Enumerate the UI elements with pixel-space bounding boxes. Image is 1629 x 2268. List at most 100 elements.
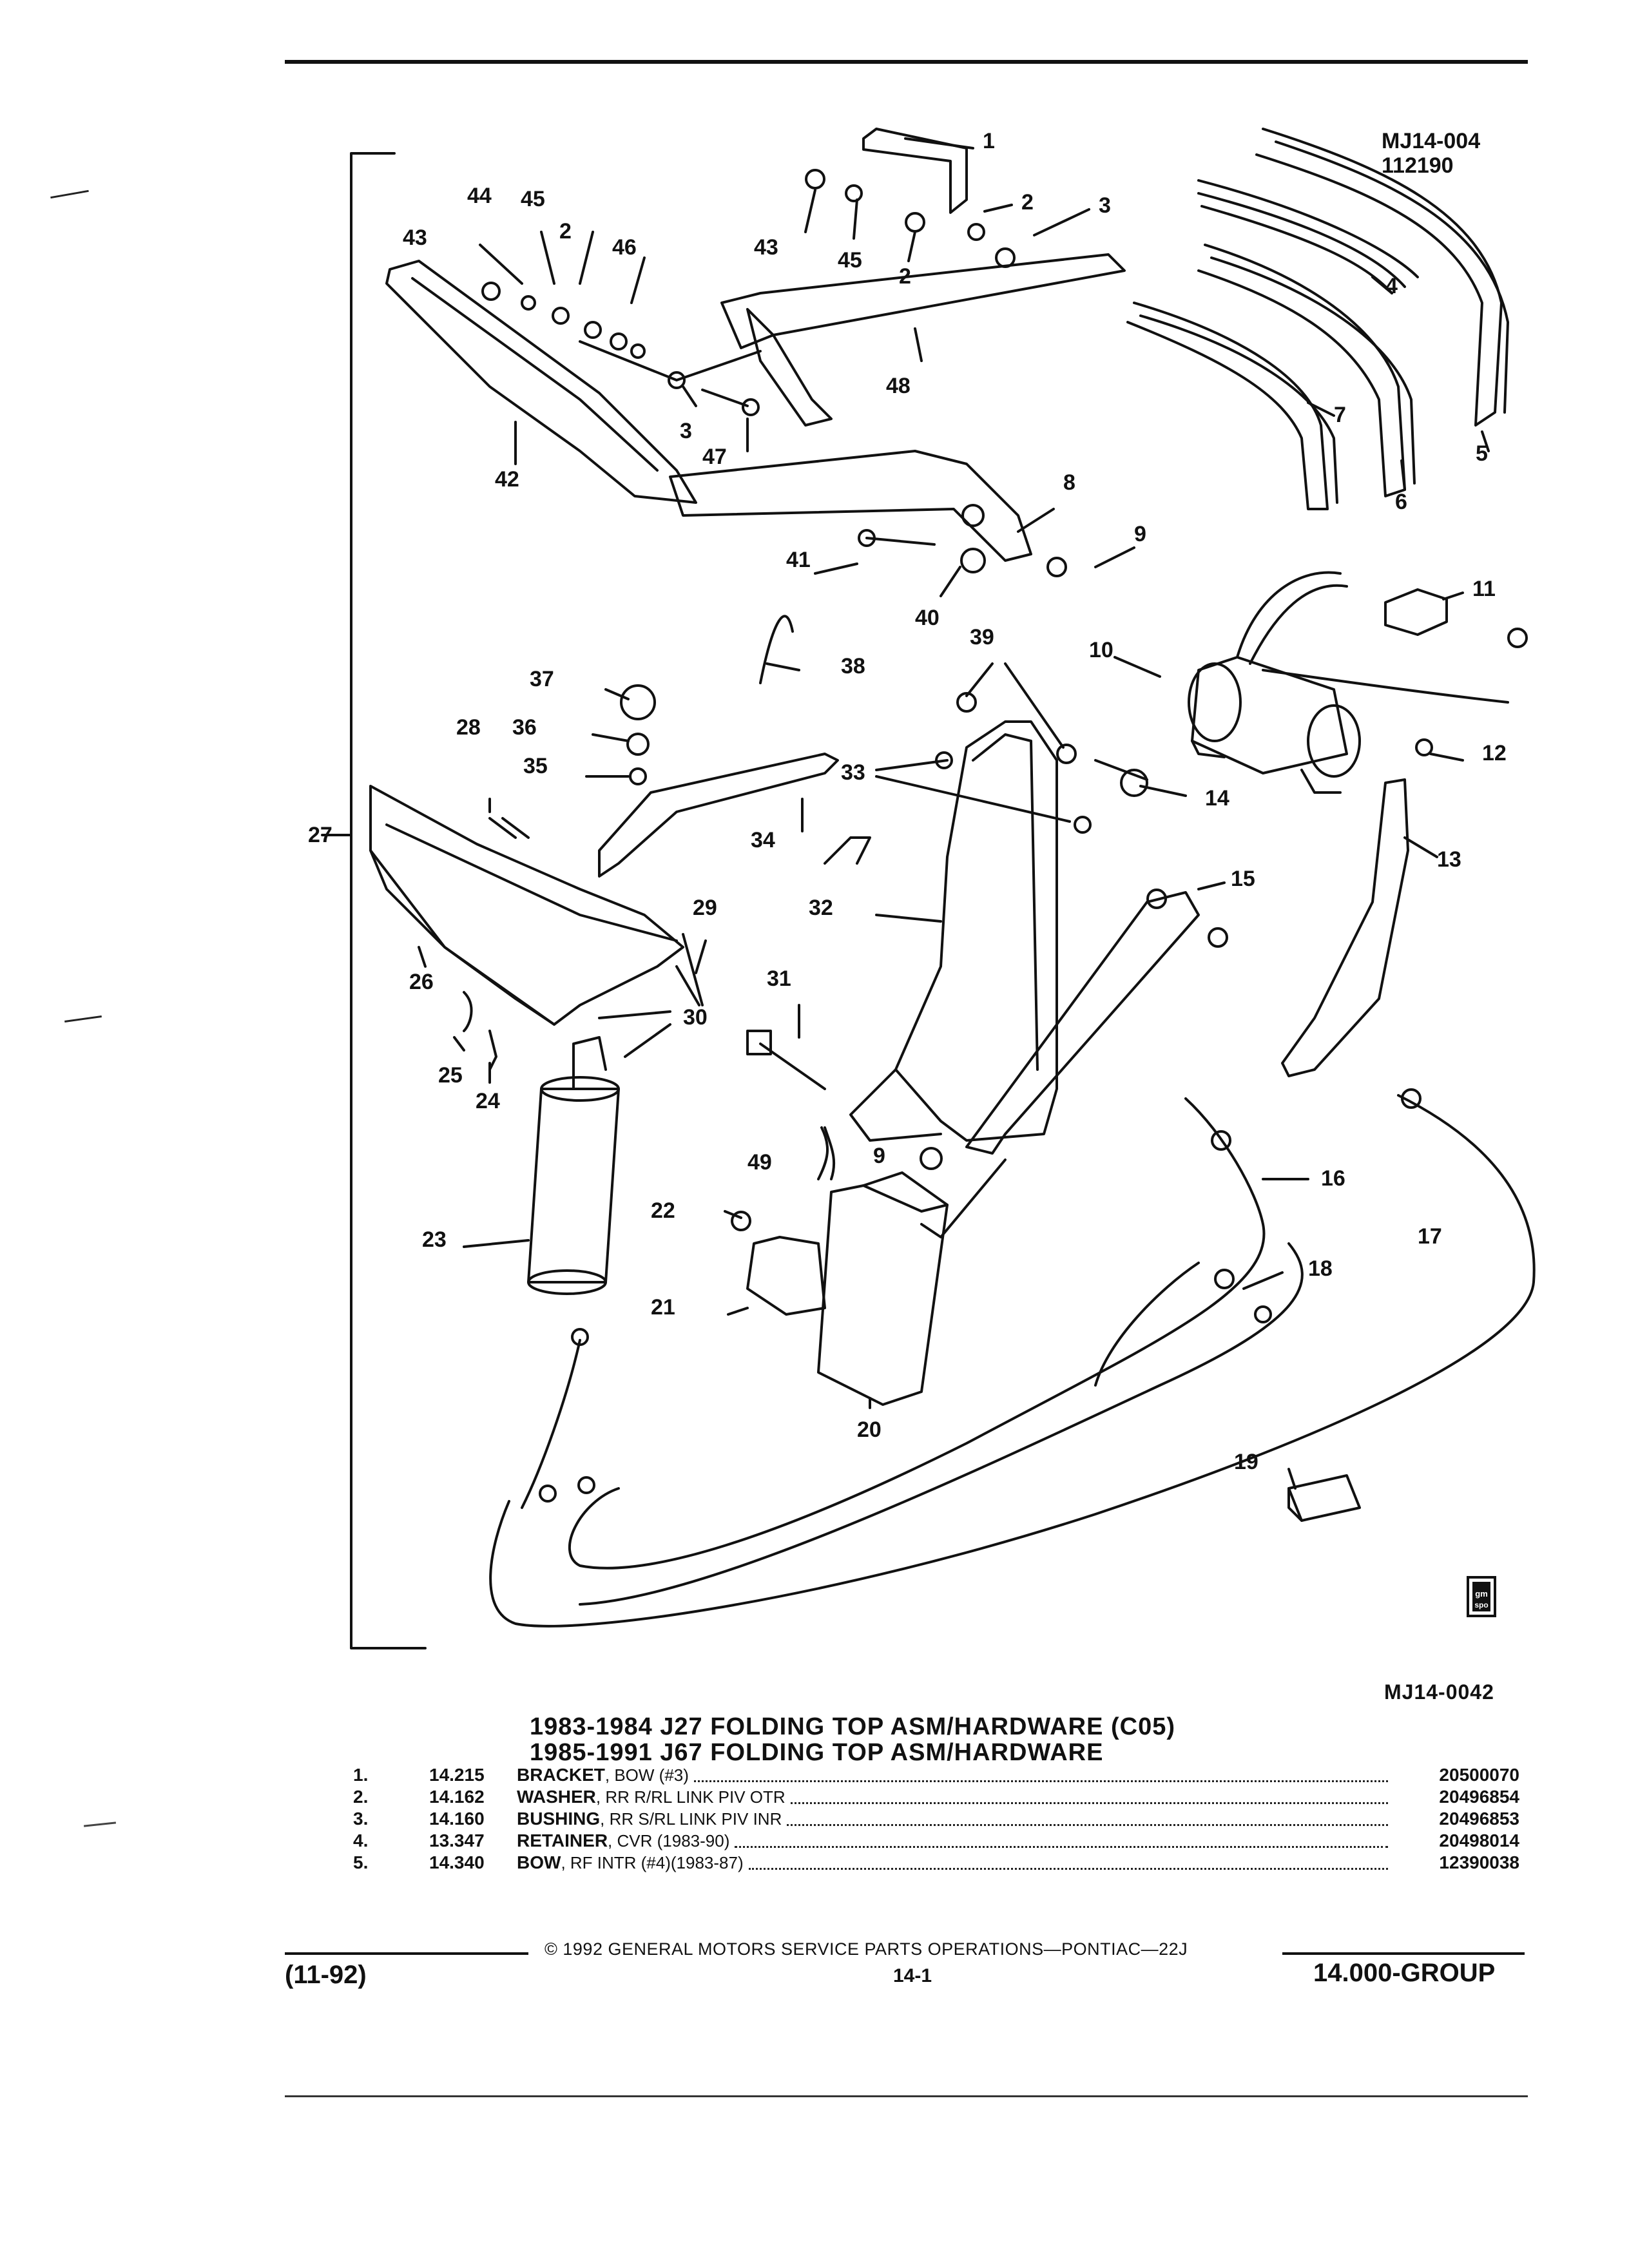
leader-dots xyxy=(790,1791,1388,1804)
callout-label-41: 41 xyxy=(786,548,811,572)
gm-spo-logo: gm spo xyxy=(1467,1576,1496,1617)
callout-label-6: 6 xyxy=(1395,490,1407,514)
part-number: 20498014 xyxy=(1439,1831,1519,1850)
callout-label-43: 43 xyxy=(403,226,427,250)
callout-label-31: 31 xyxy=(767,966,791,991)
bow-rail-4 xyxy=(1197,179,1419,278)
callout-label-35: 35 xyxy=(523,754,548,778)
footer-date: (11-92) xyxy=(285,1961,367,1989)
part-index: 2. xyxy=(353,1787,369,1807)
callout-label-16: 16 xyxy=(1321,1166,1345,1191)
bow-rail-6 xyxy=(1197,244,1406,497)
leader-dots xyxy=(693,1769,1388,1782)
parts-row: 1. 14.215 BRACKET, BOW (#3) 20500070 xyxy=(353,1764,1519,1786)
callout-label-29: 29 xyxy=(693,896,717,920)
part-description: BRACKET, BOW (#3) xyxy=(517,1765,689,1785)
callout-label-2-repeat: 2 xyxy=(899,264,911,289)
parts-row: 4. 13.347 RETAINER, CVR (1983-90) 204980… xyxy=(353,1830,1519,1852)
part-code: 14.215 xyxy=(429,1765,485,1785)
callout-label-34: 34 xyxy=(751,828,775,852)
bow-rail-5 xyxy=(1255,128,1503,427)
pivot-link-part xyxy=(965,891,1200,1155)
section-title: 1983-1984 J27 FOLDING TOP ASM/HARDWARE (… xyxy=(530,1714,1175,1765)
callout-label-21: 21 xyxy=(651,1295,675,1320)
cylinder-bracket-part xyxy=(817,1171,949,1406)
callout-label-47: 47 xyxy=(702,445,727,469)
callout-label-3: 3 xyxy=(1099,193,1111,218)
callout-label-1: 1 xyxy=(983,129,995,153)
svg-text:gm: gm xyxy=(1475,1589,1488,1599)
callout-label-43-repeat: 43 xyxy=(754,235,778,260)
leader-dots xyxy=(787,1812,1388,1826)
part-index: 4. xyxy=(353,1831,369,1850)
part-index: 5. xyxy=(353,1852,369,1872)
callout-label-3-repeat: 3 xyxy=(680,419,692,443)
callout-label-2-repeat: 2 xyxy=(559,219,572,244)
part-detail: , RF INTR (#4)(1983-87) xyxy=(561,1853,744,1872)
callout-label-9-repeat: 9 xyxy=(873,1144,885,1168)
svg-text:spo: spo xyxy=(1474,1600,1488,1610)
rear-rail-part xyxy=(385,260,697,504)
callout-label-40: 40 xyxy=(915,606,940,630)
part-detail: , RR S/RL LINK PIV INR xyxy=(600,1809,782,1829)
parts-list: 1. 14.215 BRACKET, BOW (#3) 20500070 2. … xyxy=(353,1764,1519,1874)
hydraulic-hose-17 xyxy=(489,1094,1536,1628)
callout-label-13: 13 xyxy=(1437,847,1461,872)
part-description: RETAINER, CVR (1983-90) xyxy=(517,1831,729,1851)
pivot-bracket-part xyxy=(894,720,1058,1142)
callout-label-9: 9 xyxy=(1134,522,1146,546)
callout-label-17: 17 xyxy=(1418,1224,1442,1249)
callout-label-11: 11 xyxy=(1472,577,1496,601)
part-name: RETAINER xyxy=(517,1831,608,1850)
lever-link-part xyxy=(598,753,839,878)
hydraulic-hose-16 xyxy=(568,1097,1266,1570)
hydraulic-cylinder-part xyxy=(527,1088,620,1283)
top-rule xyxy=(285,60,1528,64)
motor-brace-part xyxy=(1281,778,1409,1077)
callout-label-8: 8 xyxy=(1063,470,1075,495)
footer-copyright: © 1992 GENERAL MOTORS SERVICE PARTS OPER… xyxy=(545,1939,1188,1959)
callout-label-44: 44 xyxy=(467,184,492,208)
callout-label-25: 25 xyxy=(438,1063,463,1088)
drawing-ref-date: 112190 xyxy=(1382,153,1454,178)
callout-label-45: 45 xyxy=(521,187,545,211)
part-name: BRACKET xyxy=(517,1765,605,1785)
lower-arm-part xyxy=(669,450,1032,562)
figure-id: MJ14-0042 xyxy=(1384,1680,1494,1704)
footer-page-number: 14-1 xyxy=(893,1965,932,1986)
callout-label-38: 38 xyxy=(841,654,865,678)
footer-rule-left xyxy=(285,1952,528,1955)
callout-label-18: 18 xyxy=(1308,1256,1333,1281)
part-description: BUSHING, RR S/RL LINK PIV INR xyxy=(517,1809,782,1829)
drawing-reference: MJ14-004 112190 xyxy=(1382,129,1480,178)
callout-label-24: 24 xyxy=(476,1089,500,1113)
relay-part xyxy=(1384,588,1448,636)
callout-label-23: 23 xyxy=(422,1227,447,1252)
main-rail-part xyxy=(369,785,684,1026)
title-line-1: 1983-1984 J27 FOLDING TOP ASM/HARDWARE (… xyxy=(530,1713,1176,1740)
leader-dots xyxy=(748,1856,1388,1870)
footer-group: 14.000-GROUP xyxy=(1313,1959,1496,1987)
callout-label-19: 19 xyxy=(1234,1450,1258,1474)
part-code: 13.347 xyxy=(429,1831,485,1850)
callout-label-28: 28 xyxy=(456,715,481,740)
callout-label-48: 48 xyxy=(886,374,911,398)
bottom-rule xyxy=(285,2095,1528,2097)
parts-row: 5. 14.340 BOW, RF INTR (#4)(1983-87) 123… xyxy=(353,1852,1519,1874)
drawing-ref-code: MJ14-004 xyxy=(1382,129,1481,153)
part-detail: , RR R/RL LINK PIV OTR xyxy=(595,1787,786,1807)
callout-label-39: 39 xyxy=(970,625,994,649)
callout-label-46: 46 xyxy=(612,235,637,260)
part-index: 1. xyxy=(353,1765,369,1785)
callout-label-26: 26 xyxy=(409,970,434,994)
callout-label-5: 5 xyxy=(1476,441,1488,466)
part-code: 14.162 xyxy=(429,1787,485,1807)
callout-label-20: 20 xyxy=(857,1418,882,1442)
callout-label-36: 36 xyxy=(512,715,537,740)
callout-label-32: 32 xyxy=(809,896,833,920)
parts-row: 2. 14.162 WASHER, RR R/RL LINK PIV OTR 2… xyxy=(353,1786,1519,1808)
callout-label-4: 4 xyxy=(1385,274,1398,298)
assembly-bracket xyxy=(350,152,427,1649)
bow-rail-7 xyxy=(1126,302,1329,510)
